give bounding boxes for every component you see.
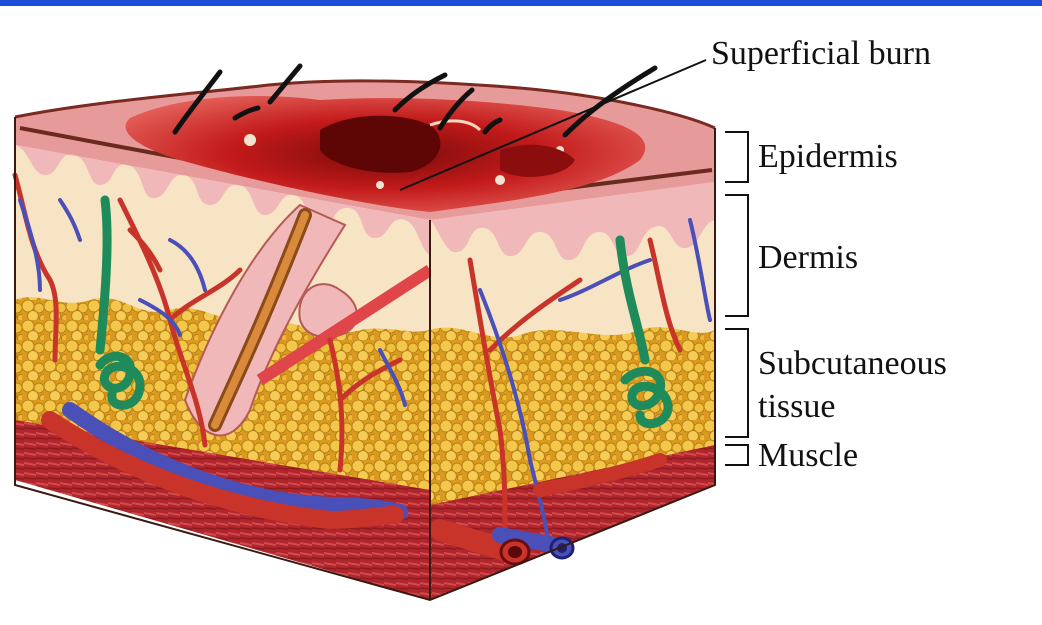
subcutaneous-label-line2: tissue <box>758 390 835 424</box>
muscle-bracket <box>725 445 748 465</box>
muscle-label: Muscle <box>758 439 858 473</box>
epidermis-bracket <box>725 132 748 182</box>
subcutaneous-label-line1: Subcutaneous <box>758 347 947 381</box>
epidermis-label: Epidermis <box>758 140 898 174</box>
front-face-left <box>15 145 430 600</box>
dermis-bracket <box>725 195 748 316</box>
subcutaneous-bracket <box>725 329 748 437</box>
layer-brackets <box>725 132 748 465</box>
superficial-burn-label: Superficial burn <box>711 37 931 71</box>
dermis-label: Dermis <box>758 241 858 275</box>
